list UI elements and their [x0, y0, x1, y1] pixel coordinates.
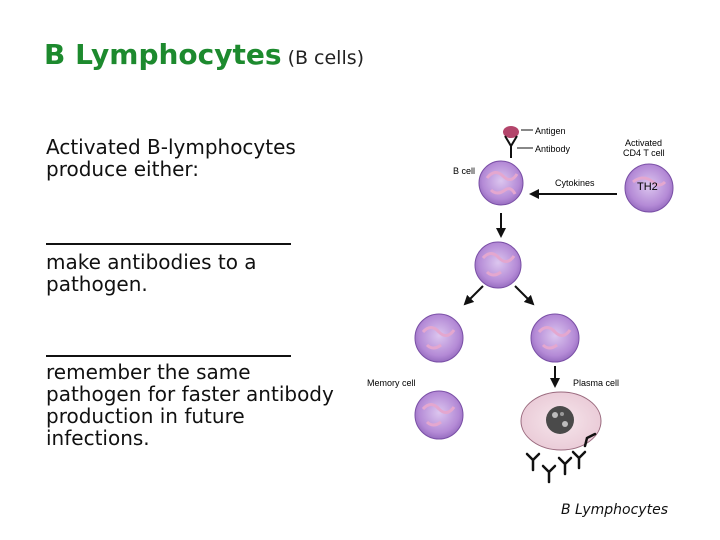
memory-cell: [414, 390, 464, 440]
intro-text: Activated B-lymphocytes produce either:: [46, 135, 296, 181]
antibody-label: Antibody: [535, 144, 571, 154]
antibodies-icon: [525, 432, 597, 484]
memory-cell-label: Memory cell: [367, 378, 416, 388]
th2-label: TH2: [637, 181, 658, 193]
item-2-text: remember the same pathogen for faster an…: [46, 360, 334, 450]
blank-line-2: [46, 355, 291, 357]
footer-caption: B Lymphocytes: [561, 502, 668, 518]
title-sub: (B cells): [287, 47, 365, 69]
slide-title: B Lymphocytes(B cells): [44, 38, 364, 71]
plasma-cell-label: Plasma cell: [573, 378, 619, 388]
b-cell-activation-diagram: Antigen Antibody B cell Activated CD4 T …: [367, 126, 674, 484]
activated-t-cell-label-2: CD4 T cell: [623, 148, 665, 158]
cytokines-label: Cytokines: [555, 178, 595, 188]
antigen-label: Antigen: [535, 126, 566, 136]
arrow-to-memory: [463, 285, 484, 306]
activated-b-cell: [474, 241, 522, 289]
plasma-branch-cell: [530, 313, 580, 363]
arrow-to-plasma: [514, 285, 535, 306]
memory-branch-cell: [414, 313, 464, 363]
antigen-icon: [503, 126, 519, 158]
blank-line-1: [46, 243, 291, 245]
b-cell-label: B cell: [453, 166, 475, 176]
item-1-text: make antibodies to a pathogen.: [46, 250, 257, 296]
activated-t-cell-label-1: Activated: [625, 138, 662, 148]
b-cell: [478, 160, 524, 206]
plasma-cell: [520, 391, 602, 451]
t-helper-cell: [624, 163, 674, 213]
title-main: B Lymphocytes: [44, 38, 282, 71]
